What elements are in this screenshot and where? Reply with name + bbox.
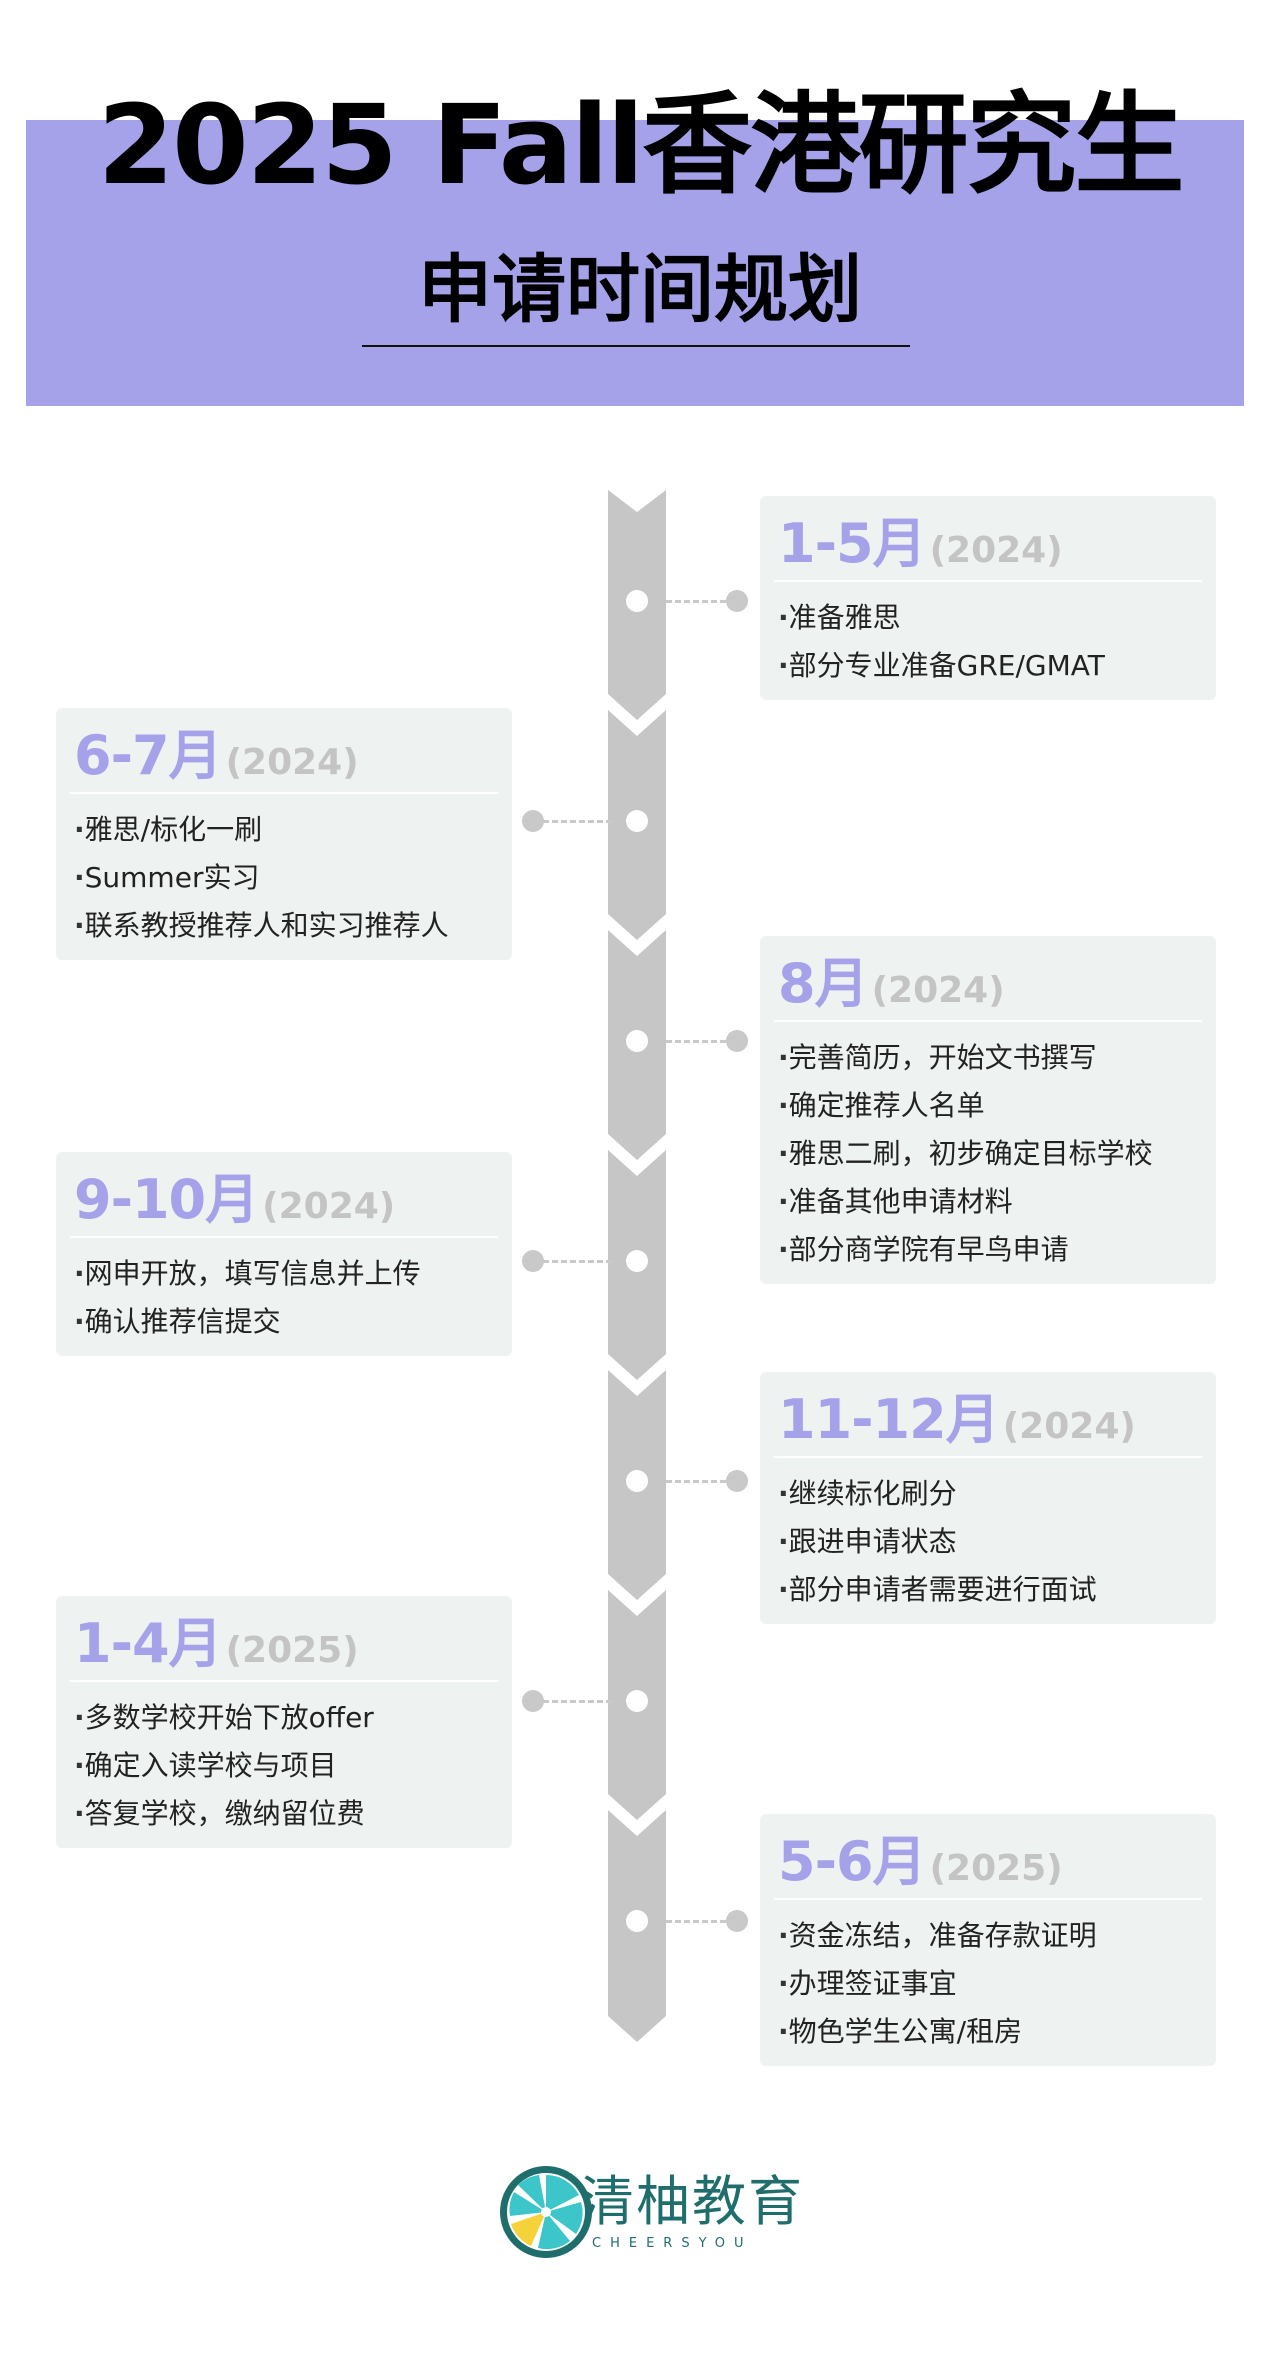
list-item: ·继续标化刷分 [778, 1477, 957, 1510]
timeline-connector [666, 600, 744, 603]
timeline-node [626, 810, 648, 832]
timeline-node [626, 1030, 648, 1052]
list-item: ·部分专业准备GRE/GMAT [778, 649, 1105, 682]
card-item-list: ·继续标化刷分 ·跟进申请状态 ·部分申请者需要进行面试 [778, 1470, 1198, 1614]
list-item: ·资金冻结，准备存款证明 [778, 1919, 1097, 1952]
card-item-list: ·资金冻结，准备存款证明 ·办理签证事宜 ·物色学生公寓/租房 [778, 1912, 1198, 2056]
list-item: ·联系教授推荐人和实习推荐人 [74, 909, 449, 942]
timeline-node [626, 1470, 648, 1492]
card-month: 9-10月 [74, 1168, 259, 1231]
card-year: (2024) [1002, 1406, 1136, 1447]
card-year: (2024) [871, 970, 1005, 1011]
list-item: ·雅思/标化一刷 [74, 813, 263, 846]
list-item: ·答复学校，缴纳留位费 [74, 1797, 365, 1830]
list-item: ·跟进申请状态 [778, 1525, 957, 1558]
brand-subtitle: CHEERSYOU [592, 2236, 753, 2251]
list-item: ·确定入读学校与项目 [74, 1749, 337, 1782]
timeline-node [626, 590, 648, 612]
list-item: ·完善简历，开始文书撰写 [778, 1041, 1097, 1074]
list-item: ·Summer实习 [74, 861, 260, 894]
citrus-logo-icon [500, 2166, 592, 2258]
card-header: 1-4月(2025) [70, 1610, 498, 1682]
card-year: (2024) [929, 530, 1063, 571]
brand-name: 清柚教育 [580, 2170, 804, 2233]
card-header: 8月(2024) [774, 950, 1202, 1022]
list-item: ·准备雅思 [778, 601, 901, 634]
card-year: (2025) [929, 1848, 1063, 1889]
card-header: 9-10月(2024) [70, 1166, 498, 1238]
card-header: 5-6月(2025) [774, 1828, 1202, 1900]
list-item: ·部分申请者需要进行面试 [778, 1573, 1097, 1606]
timeline-connector [666, 1480, 744, 1483]
card-header: 11-12月(2024) [774, 1386, 1202, 1458]
timeline-node [626, 1910, 648, 1932]
header-band [26, 120, 1244, 406]
list-item: ·多数学校开始下放offer [74, 1701, 374, 1734]
card-item-list: ·雅思/标化一刷 ·Summer实习 ·联系教授推荐人和实习推荐人 [74, 806, 494, 950]
timeline-card-3: 8月(2024) ·完善简历，开始文书撰写 ·确定推荐人名单 ·雅思二刷，初步确… [760, 936, 1216, 1284]
timeline-connector-dot [726, 1030, 748, 1052]
card-header: 1-5月(2024) [774, 510, 1202, 582]
timeline-card-1: 1-5月(2024) ·准备雅思 ·部分专业准备GRE/GMAT [760, 496, 1216, 700]
timeline-connector-dot [522, 1250, 544, 1272]
list-item: ·确定推荐人名单 [778, 1089, 985, 1122]
list-item: ·物色学生公寓/租房 [778, 2015, 1023, 2048]
card-header: 6-7月(2024) [70, 722, 498, 794]
brand-logo: 清柚教育 CHEERSYOU [496, 2162, 802, 2292]
card-month: 11-12月 [778, 1388, 1000, 1451]
timeline-connector-dot [522, 1690, 544, 1712]
timeline-connector-dot [726, 1910, 748, 1932]
timeline-connector [534, 1260, 612, 1263]
timeline-card-5: 11-12月(2024) ·继续标化刷分 ·跟进申请状态 ·部分申请者需要进行面… [760, 1372, 1216, 1624]
timeline-card-2: 6-7月(2024) ·雅思/标化一刷 ·Summer实习 ·联系教授推荐人和实… [56, 708, 512, 960]
timeline-connector-dot [726, 1470, 748, 1492]
list-item: ·部分商学院有早鸟申请 [778, 1233, 1069, 1266]
card-month: 1-4月 [74, 1612, 223, 1675]
timeline-node [626, 1250, 648, 1272]
card-month: 5-6月 [778, 1830, 927, 1893]
timeline-connector [666, 1040, 744, 1043]
timeline-connector [534, 820, 612, 823]
card-item-list: ·完善简历，开始文书撰写 ·确定推荐人名单 ·雅思二刷，初步确定目标学校 ·准备… [778, 1034, 1198, 1274]
timeline-card-6: 1-4月(2025) ·多数学校开始下放offer ·确定入读学校与项目 ·答复… [56, 1596, 512, 1848]
timeline-connector [534, 1700, 612, 1703]
card-month: 1-5月 [778, 512, 927, 575]
card-item-list: ·多数学校开始下放offer ·确定入读学校与项目 ·答复学校，缴纳留位费 [74, 1694, 494, 1838]
timeline-connector [666, 1920, 744, 1923]
timeline-connector-dot [726, 590, 748, 612]
card-item-list: ·网申开放，填写信息并上传 ·确认推荐信提交 [74, 1250, 494, 1346]
timeline-node [626, 1690, 648, 1712]
list-item: ·准备其他申请材料 [778, 1185, 1013, 1218]
list-item: ·确认推荐信提交 [74, 1305, 281, 1338]
timeline-card-4: 9-10月(2024) ·网申开放，填写信息并上传 ·确认推荐信提交 [56, 1152, 512, 1356]
card-year: (2024) [262, 1186, 396, 1227]
card-month: 6-7月 [74, 724, 223, 787]
timeline-connector-dot [522, 810, 544, 832]
list-item: ·雅思二刷，初步确定目标学校 [778, 1137, 1153, 1170]
timeline-card-7: 5-6月(2025) ·资金冻结，准备存款证明 ·办理签证事宜 ·物色学生公寓/… [760, 1814, 1216, 2066]
card-month: 8月 [778, 952, 869, 1015]
page-subtitle: 申请时间规划 [418, 247, 862, 333]
page-title: 2025 Fall香港研究生 [97, 81, 1185, 209]
list-item: ·办理签证事宜 [778, 1967, 957, 2000]
card-item-list: ·准备雅思 ·部分专业准备GRE/GMAT [778, 594, 1198, 690]
title-underline [362, 345, 910, 347]
list-item: ·网申开放，填写信息并上传 [74, 1257, 421, 1290]
card-year: (2025) [225, 1630, 359, 1671]
card-year: (2024) [225, 742, 359, 783]
